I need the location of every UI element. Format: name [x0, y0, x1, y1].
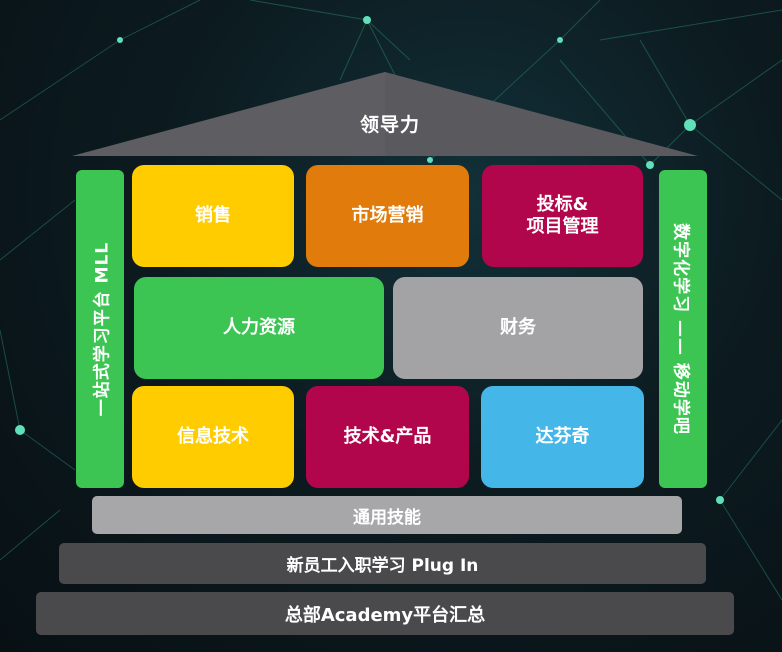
left-pillar: 一站式学习平台 MLL	[76, 170, 124, 488]
block-tech-product-label: 技术&产品	[343, 426, 432, 448]
block-finance-label: 财务	[500, 317, 536, 339]
left-pillar-label: 一站式学习平台 MLL	[92, 241, 113, 417]
band-general-skills-label: 通用技能	[353, 507, 421, 528]
block-bidding-project-mgmt: 投标& 项目管理	[482, 165, 643, 267]
block-finance: 财务	[393, 277, 643, 379]
roof-label-leadership: 领导力	[359, 114, 420, 136]
band-academy: 总部Academy平台汇总	[36, 592, 734, 635]
block-bidding-label-line2: 项目管理	[526, 216, 599, 237]
block-dafenqi: 达芬奇	[481, 386, 644, 488]
band-general-skills: 通用技能	[92, 496, 682, 534]
block-bidding-label-line1: 投标&	[536, 194, 589, 216]
band-onboarding: 新员工入职学习 Plug In	[59, 543, 706, 584]
block-sales: 销售	[132, 165, 294, 267]
band-onboarding-label: 新员工入职学习 Plug In	[286, 556, 479, 576]
right-pillar-label: 数字化学习 —— 移动学吧	[670, 223, 691, 435]
block-it: 信息技术	[132, 386, 294, 488]
block-tech-product: 技术&产品	[306, 386, 469, 488]
block-hr: 人力资源	[134, 277, 384, 379]
right-pillar: 数字化学习 —— 移动学吧	[659, 170, 707, 488]
block-it-label: 信息技术	[177, 426, 249, 448]
block-marketing-label: 市场营销	[351, 205, 424, 227]
block-sales-label: 销售	[195, 205, 231, 227]
block-hr-label: 人力资源	[223, 317, 295, 339]
band-academy-label: 总部Academy平台汇总	[284, 604, 486, 626]
roof-shape	[72, 72, 698, 156]
block-marketing: 市场营销	[306, 165, 469, 267]
block-dafenqi-label: 达芬奇	[535, 426, 590, 448]
